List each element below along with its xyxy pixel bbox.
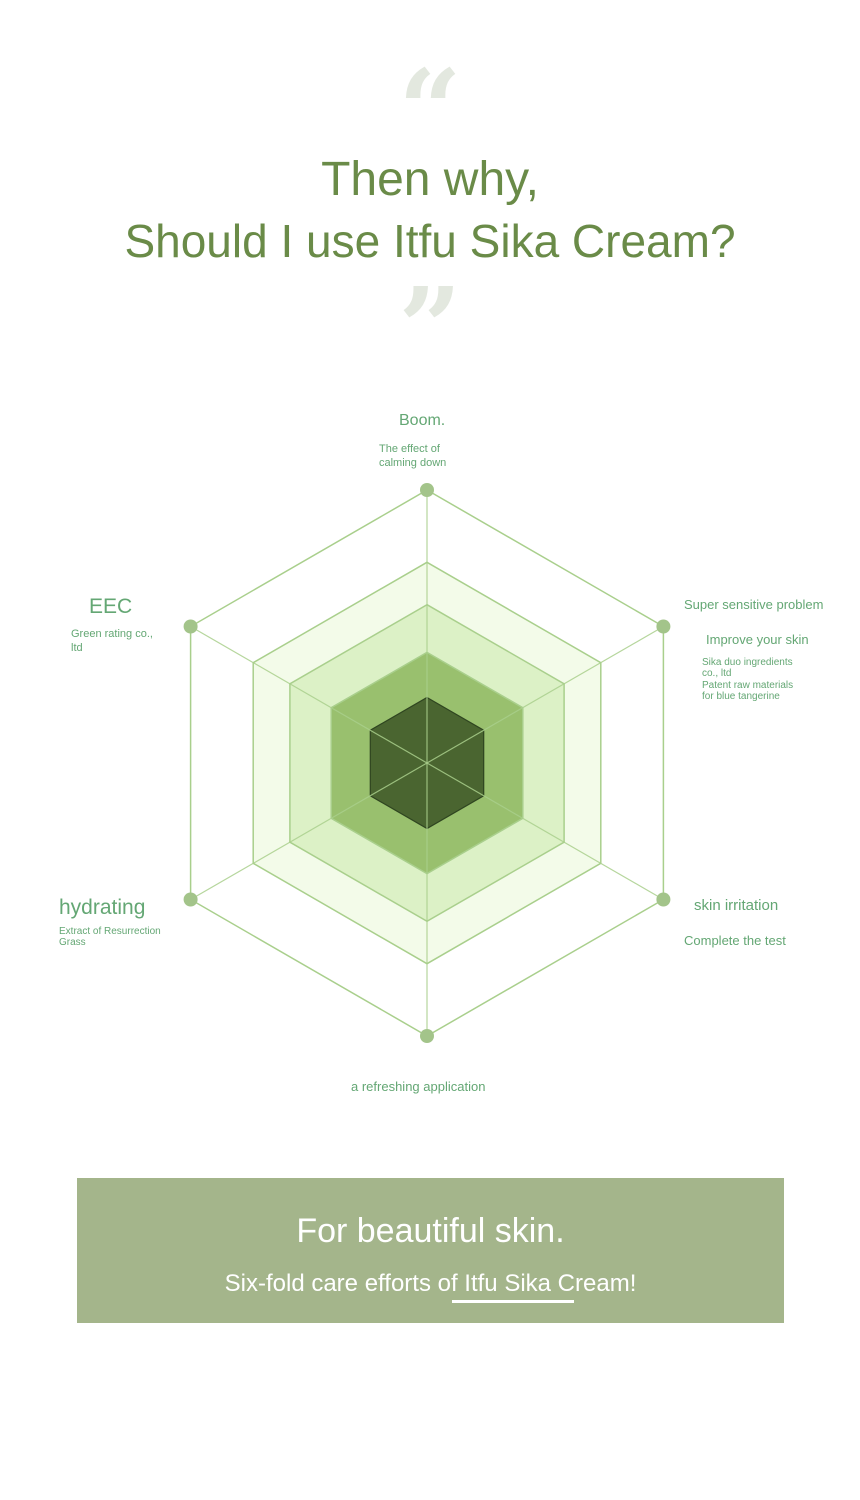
axis-label-top-desc-1: The effect of [379, 443, 440, 455]
radar-vertex-dot-top [420, 483, 434, 497]
banner-subtitle: Six-fold care efforts of Itfu Sika Cream… [224, 1270, 637, 1297]
axis-label-lower-left-desc-2: Grass [59, 937, 86, 948]
open-quote-mark: “ [398, 45, 462, 174]
radar-vertex-dot-lower-left [183, 892, 198, 907]
hexagon-radar-diagram [183, 483, 671, 1043]
axis-label-upper-right-desc-4: for blue tangerine [702, 691, 780, 702]
axis-label-upper-right-title: Super sensitive problem [684, 597, 824, 612]
axis-label-top-desc-2: calming down [379, 457, 447, 469]
radar-vertex-dot-upper-left [183, 619, 198, 634]
axis-label-lower-right-title: skin irritation [694, 897, 779, 914]
close-quote-mark: ” [398, 263, 462, 392]
axis-label-upper-right-subtitle: Improve your skin [706, 632, 809, 647]
axis-label-upper-left-desc-1: Green rating co., [71, 628, 153, 640]
axis-label-upper-right-desc-2: co., ltd [702, 668, 732, 679]
radar-axis-lower-right [426, 762, 664, 901]
radar-axis-upper-left [190, 625, 428, 764]
axis-label-bottom-title: a refreshing application [351, 1079, 486, 1094]
headline-line-2: Should I use Itfu Sika Cream? [124, 215, 736, 267]
axis-label-upper-right-desc-3: Patent raw materials [702, 680, 794, 691]
axis-label-top-title: Boom. [399, 412, 446, 429]
axis-label-upper-left-desc-2: ltd [71, 642, 83, 654]
axis-label-lower-right-subtitle: Complete the test [684, 933, 786, 948]
radar-vertex-dot-upper-right [656, 619, 671, 634]
axis-label-upper-right-desc-1: Sika duo ingredients [702, 657, 793, 668]
axis-label-upper-left-title: EEC [89, 595, 133, 618]
banner-underline [452, 1300, 574, 1303]
axis-label-lower-left-desc-1: Extract of Resurrection [59, 926, 161, 937]
axis-label-lower-left-title: hydrating [59, 896, 146, 919]
radar-axis-upper-right [426, 625, 664, 764]
radar-vertex-dot-bottom [420, 1029, 434, 1043]
headline-line-1: Then why, [321, 153, 539, 206]
radar-vertex-dot-lower-right [656, 892, 671, 907]
summary-banner: For beautiful skin. Six-fold care effort… [77, 1178, 784, 1323]
radar-axis-lower-left [190, 762, 428, 901]
banner-title: For beautiful skin. [296, 1212, 565, 1250]
